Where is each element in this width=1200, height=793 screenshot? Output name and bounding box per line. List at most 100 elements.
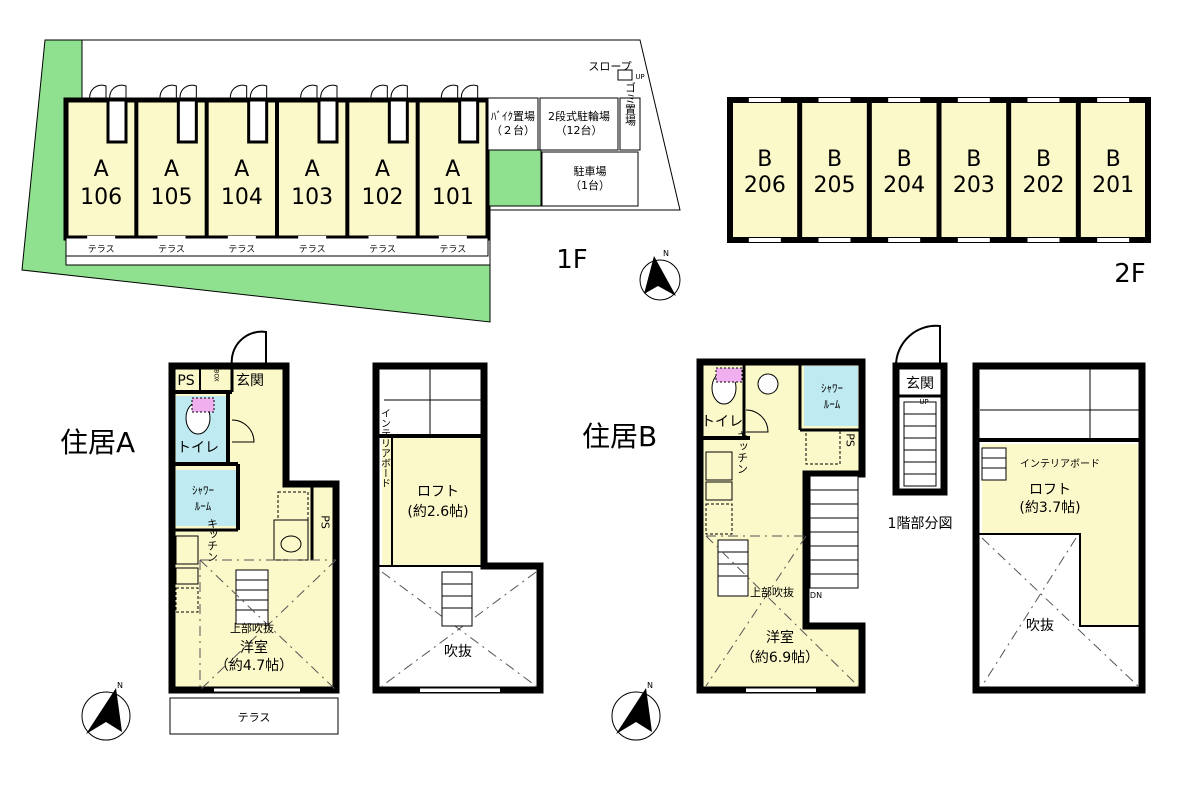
plan-a-atrium-label: 吹抜 [444,644,472,660]
plan-b-room-size: （約6.9帖） [741,650,819,666]
unit-2f-prefix: B [827,147,842,172]
plan-a-room-size: （約4.7帖） [215,658,293,674]
plan-a-interior-board-label: インテリアボード [379,408,391,488]
plan-b-atrium-above-label: 上部吹抜 [750,585,794,599]
unit-2f-number: 201 [1092,173,1134,198]
bicycle-parking-area [539,97,619,151]
plan-b-shower-label-1: ｼｬﾜｰ [821,382,843,395]
plan-a-title: 住居A [60,426,135,459]
terrace-label: テラス [158,244,185,255]
plan-a-loft-walls [372,362,544,694]
plan-a-entrance-label: 玄関 [236,372,264,389]
plan-b-ps-label: PS [844,433,857,447]
bike-parking-label: ﾊﾞｲｸ置場 [491,110,535,123]
slope-up-label: UP [635,73,644,81]
site-plan-1f: ﾊﾞｲｸ置場 （２台） 2段式駐輪場 （12台） ゴミ置場 駐車場 （1台） ス… [21,39,681,323]
plan-b-loft-floor [982,444,1138,626]
plan-b-interior-board-label: インテリアボード [1020,458,1100,470]
plan-b-stair-up-label: UP [919,398,928,406]
garbage-area [619,97,641,151]
plan-a-meter-label: M BOX [213,362,220,382]
car-parking-label: 駐車場 [574,164,607,178]
unit-1f-prefix: A [94,157,109,182]
bicycle-parking-label: 2段式駐輪場 [548,109,610,123]
car-parking-area [541,151,639,207]
unit-1f-number: 105 [151,185,193,210]
floor-2f-label: 2F [1114,259,1146,289]
plan-b-down-label: DN [810,591,822,600]
plan-b-entrance-label: 玄関 [906,375,934,392]
compass-b: N [611,681,661,741]
plan-b-kitchen-label: キッチン [736,430,749,474]
unit-1f-prefix: A [375,157,390,182]
plan-a: 住居A PS M B [60,330,544,741]
plan-a-toilet-label: トイレ [177,440,219,456]
plan-a-loft-size: (約2.6帖) [407,504,468,520]
plan-a-ps2-label: PS [319,515,332,529]
plan-b-loft-size: (約3.7帖) [1019,500,1080,516]
slope-label: スロープ [588,60,631,73]
bicycle-parking-count: （12台） [556,123,603,137]
units-1f-group: A106テラスA105テラスA104テラスA103テラスA102テラスA101テ… [80,84,480,255]
plan-b-toilet-label: トイレ [701,414,743,430]
unit-1f-prefix: A [234,157,249,182]
terrace-label: テラス [88,244,115,255]
green-patch [488,149,542,207]
plan-a-shower-label-1: ｼｬﾜｰ [192,484,214,497]
plan-a-loft-floor [382,436,482,566]
unit-1f-number: 106 [80,185,122,210]
plan-a-atrium-above-label: 上部吹抜 [230,621,274,635]
unit-2f-prefix: B [897,147,912,172]
bike-parking-area [487,97,539,151]
compass-north-label: N [663,249,669,258]
unit-2f-number: 205 [814,173,856,198]
unit-1f-prefix: A [305,157,320,182]
compass-1f: N [639,249,681,301]
plan-b-partial-caption: 1階部分図 [888,516,953,532]
unit-2f-number: 202 [1023,173,1065,198]
plan-a-shower-label-2: ﾙｰﾑ [195,500,212,513]
unit-2f-number: 204 [883,173,925,198]
plan-a-shower-area [176,470,236,526]
unit-1f-number: 104 [221,185,263,210]
unit-2f-number: 203 [953,173,995,198]
unit-1f-number: 101 [432,185,474,210]
svg-text:N: N [647,681,653,690]
terrace-strip [65,237,489,257]
unit-2f-prefix: B [1036,147,1051,172]
plan-b-shower-label-2: ﾙｰﾑ [824,398,841,411]
plan-a-walls [168,362,340,694]
unit-2f-prefix: B [966,147,981,172]
terrace-label: テラス [299,244,326,255]
plan-b-entrance-partial [892,362,948,496]
plan-a-loft-label: ロフト [417,484,459,500]
bike-parking-count: （２台） [491,123,535,137]
plan-a-terrace [169,697,339,735]
terrace-label: テラス [228,244,255,255]
plan-b-shower-area [804,366,858,426]
unit-2f-number: 206 [744,173,786,198]
plan-b-title: 住居B [582,420,657,453]
unit-1f-prefix: A [164,157,179,182]
garbage-label: ゴミ置場 [624,81,637,127]
plan-a-kitchen-label: キッチン [206,518,219,562]
plan-b-loft-label: ロフト [1029,482,1071,498]
unit-1f-number: 103 [291,185,333,210]
plan-b-atrium-label: 吹抜 [1026,618,1054,634]
plan-b-floor [700,362,862,690]
unit-2f-prefix: B [1106,147,1121,172]
svg-text:N: N [117,681,123,690]
floor-1f-label: 1F [556,245,588,275]
plan-a-room-label: 洋室 [240,639,268,656]
slope-ramp [617,69,633,81]
terrace-label: テラス [369,244,396,255]
terrace-label: テラス [439,244,466,255]
compass-a: N [81,681,131,741]
car-parking-count: （1台） [570,178,610,192]
plan-b-room-label: 洋室 [766,629,794,646]
unit-1f-prefix: A [445,157,460,182]
plan-a-ps-label: PS [177,373,194,389]
